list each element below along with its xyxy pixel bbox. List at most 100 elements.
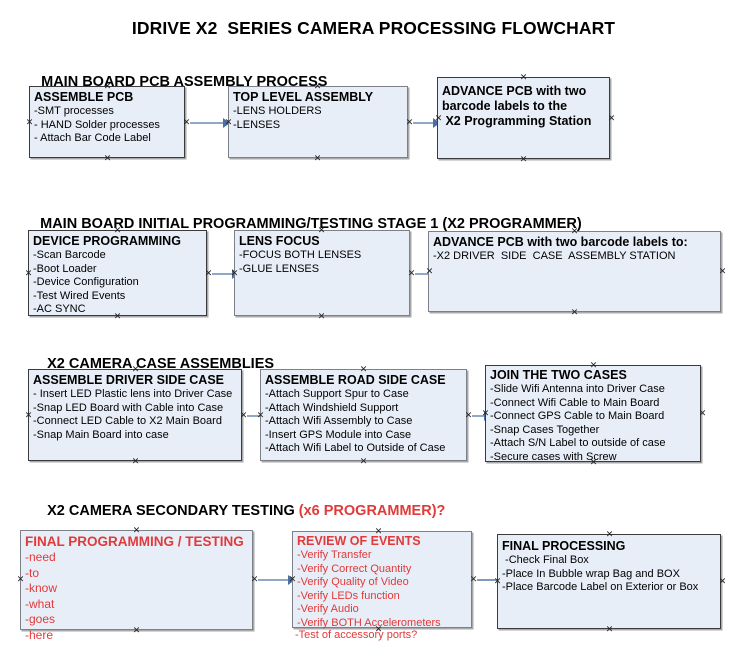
box-assemble-pcb[interactable]: ASSEMBLE PCB -SMT processes - HAND Solde… [29, 86, 185, 158]
box-title: ASSEMBLE ROAD SIDE CASE [265, 373, 446, 387]
box-device-programming[interactable]: DEVICE PROGRAMMING -Scan Barcode -Boot L… [28, 230, 207, 316]
handle-left-top-level-assembly[interactable] [224, 118, 233, 127]
handle-left-final-programming-testing[interactable] [16, 575, 25, 584]
handle-top-lens-focus[interactable] [317, 226, 326, 235]
arrowhead-icon [433, 118, 440, 128]
handle-right-advance-pcb-2[interactable] [718, 267, 727, 276]
box-title: FINAL PROGRAMMING / TESTING [25, 534, 244, 549]
box-lens-focus[interactable]: LENS FOCUS -FOCUS BOTH LENSES -GLUE LENS… [234, 230, 410, 316]
handle-bottom-advance-pcb-2[interactable] [570, 308, 579, 317]
section-heading-text: X2 CAMERA SECONDARY TESTING [47, 503, 299, 519]
box-line: -Attach Support Spur to Case [265, 388, 409, 400]
box-title: ASSEMBLE DRIVER SIDE CASE [33, 373, 225, 387]
box-line: -Place In Bubble wrap Bag and BOX [502, 567, 680, 580]
handle-left-advance-pcb-1[interactable] [434, 114, 443, 123]
handle-top-advance-pcb-2[interactable] [570, 227, 579, 236]
box-line: -Verify Audio [297, 603, 359, 616]
handle-left-join-the-two-cases[interactable] [481, 409, 490, 418]
handle-top-assemble-pcb[interactable] [103, 82, 112, 91]
box-assemble-driver-side-case[interactable]: ASSEMBLE DRIVER SIDE CASE - Insert LED P… [28, 369, 242, 461]
connector-device-programming-to-lens-focus [212, 273, 234, 275]
connector-road-case-to-join-cases [472, 415, 486, 417]
handle-top-assemble-road-side-case[interactable] [359, 365, 368, 374]
box-review-of-events[interactable]: REVIEW OF EVENTS -Verify Transfer -Verif… [292, 531, 472, 629]
box-line: -Attach Wifi Assembly to Case [265, 415, 413, 428]
handle-top-advance-pcb-1[interactable] [519, 73, 528, 82]
handle-left-device-programming[interactable] [24, 269, 33, 278]
connector-lens-focus-to-advance-pcb [415, 273, 433, 275]
box-line: -Check Final Box [502, 554, 589, 566]
handle-top-review-of-events[interactable] [374, 527, 383, 536]
box-line: -Verify Quality of Video [297, 576, 409, 589]
box-line: -Snap Cases Together [490, 423, 600, 436]
handle-top-final-processing[interactable] [605, 530, 614, 539]
handle-left-final-processing[interactable] [493, 577, 502, 586]
handle-bottom-advance-pcb-1[interactable] [519, 155, 528, 164]
box-advance-pcb-x2-programming-station[interactable]: ADVANCE PCB with two barcode labels to t… [437, 77, 610, 159]
box-title: REVIEW OF EVENTS [297, 534, 421, 548]
box-line: - Attach Bar Code Label [34, 132, 151, 145]
handle-bottom-top-level-assembly[interactable] [313, 154, 322, 163]
box-line: -Insert GPS Module into Case [265, 428, 412, 441]
handle-bottom-assemble-driver-side-case[interactable] [131, 457, 140, 466]
handle-left-assemble-driver-side-case[interactable] [24, 411, 33, 420]
box-title-cont: barcode labels to the [442, 99, 568, 113]
box-line: -Test Wired Events [33, 289, 126, 302]
box-line: -to [25, 565, 40, 580]
box-line: -GLUE LENSES [239, 262, 320, 275]
box-line: -Scan Barcode [33, 249, 106, 261]
box-join-the-two-cases[interactable]: JOIN THE TWO CASES -Slide Wifi Antenna i… [485, 365, 701, 463]
box-line: -SMT processes [34, 105, 114, 117]
page-title: IDRIVE X2 SERIES CAMERA PROCESSING FLOWC… [131, 18, 616, 38]
box-line: -Device Configuration [33, 276, 139, 289]
handle-left-review-of-events[interactable] [288, 575, 297, 584]
box-line: -AC SYNC [33, 303, 86, 316]
box-line: -Snap Main Board into case [33, 428, 169, 441]
box-line: - Insert LED Plastic lens into Driver Ca… [33, 388, 233, 400]
box-title: JOIN THE TWO CASES [490, 368, 627, 382]
section-heading-text: X2 CAMERA CASE ASSEMBLIES [47, 356, 275, 372]
box-title-cont: X2 Programming Station [442, 114, 592, 128]
connector-review-of-events-to-final-processing [477, 579, 501, 581]
handle-right-final-processing[interactable] [718, 577, 727, 586]
handle-left-assemble-road-side-case[interactable] [256, 411, 265, 420]
box-line: -need [25, 550, 56, 564]
handle-bottom-final-programming-testing[interactable] [132, 626, 141, 635]
handle-bottom-review-of-events[interactable] [374, 625, 383, 634]
box-line: -Secure cases with Screw [490, 450, 617, 463]
handle-right-advance-pcb-1[interactable] [607, 114, 616, 123]
handle-bottom-device-programming[interactable] [113, 312, 122, 321]
section-heading-text: MAIN BOARD INITIAL PROGRAMMING/TESTING S… [40, 216, 582, 232]
handle-right-join-the-two-cases[interactable] [698, 409, 707, 418]
box-line: -here [25, 627, 54, 642]
box-line: -Verify Transfer [297, 549, 372, 561]
box-assemble-road-side-case[interactable]: ASSEMBLE ROAD SIDE CASE -Attach Support … [260, 369, 467, 461]
box-line: -Verify LEDs function [297, 589, 400, 602]
handle-bottom-join-the-two-cases[interactable] [589, 458, 598, 467]
handle-bottom-lens-focus[interactable] [317, 312, 326, 321]
handle-left-lens-focus[interactable] [230, 269, 239, 278]
connector-final-programming-to-review-of-events [258, 579, 290, 581]
handle-bottom-assemble-road-side-case[interactable] [359, 457, 368, 466]
handle-bottom-assemble-pcb[interactable] [103, 154, 112, 163]
box-line: -Attach Wifi Label to Outside of Case [265, 442, 446, 455]
connector-top-level-assembly-to-advance-pcb [413, 122, 435, 124]
box-line: - HAND Solder processes [34, 118, 160, 131]
box-line: -goes [25, 612, 56, 626]
section-heading-main-board-initial-programming: MAIN BOARD INITIAL PROGRAMMING/TESTING S… [24, 200, 582, 248]
handle-top-assemble-driver-side-case[interactable] [131, 365, 140, 374]
handle-left-assemble-pcb[interactable] [25, 118, 34, 127]
box-final-processing[interactable]: FINAL PROCESSING -Check Final Box -Place… [497, 534, 721, 629]
handle-bottom-final-processing[interactable] [605, 625, 614, 634]
box-title: TOP LEVEL ASSEMBLY [233, 90, 374, 104]
box-top-level-assembly[interactable]: TOP LEVEL ASSEMBLY -LENS HOLDERS -LENSES [228, 86, 408, 158]
box-advance-pcb-driver-side-case[interactable]: ADVANCE PCB with two barcode labels to: … [428, 231, 721, 312]
handle-left-advance-pcb-2[interactable] [425, 267, 434, 276]
box-final-programming-testing[interactable]: FINAL PROGRAMMING / TESTING -need -to -k… [20, 530, 253, 642]
box-line: -Verify Correct Quantity [297, 562, 412, 575]
handle-top-final-programming-testing[interactable] [132, 526, 141, 535]
handle-top-top-level-assembly[interactable] [313, 82, 322, 91]
handle-top-device-programming[interactable] [113, 226, 122, 235]
handle-top-join-the-two-cases[interactable] [589, 361, 598, 370]
box-line: -Snap LED Board with Cable into Case [33, 401, 224, 414]
